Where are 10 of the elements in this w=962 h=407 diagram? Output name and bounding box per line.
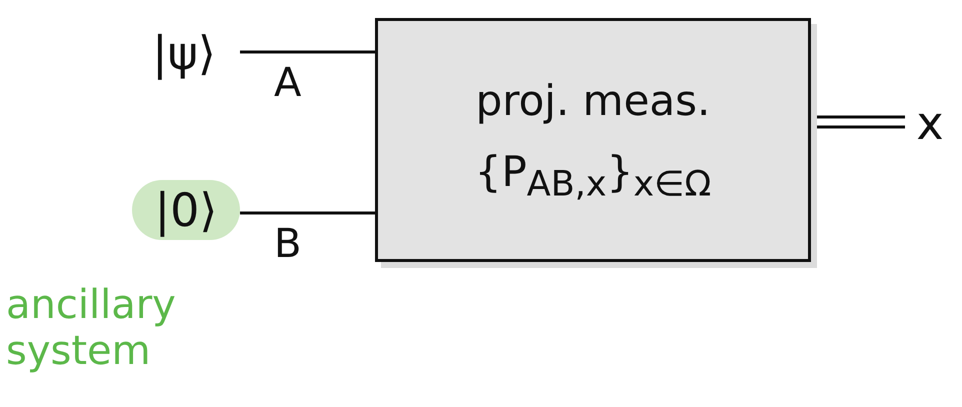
box-title: proj. meas. (476, 76, 710, 125)
wire-label: B (274, 221, 302, 267)
state-label: |0⟩ (154, 183, 218, 237)
formula-text: {P$_{AB,x}$}$_{x∈Ω}$ (474, 146, 712, 204)
wire (240, 50, 375, 54)
state-label: |ψ⟩ (152, 26, 216, 80)
state-label: x (916, 96, 944, 150)
wire-label: A (274, 60, 302, 106)
annotation-text: ancillary system (6, 282, 177, 374)
wire (240, 212, 375, 214)
